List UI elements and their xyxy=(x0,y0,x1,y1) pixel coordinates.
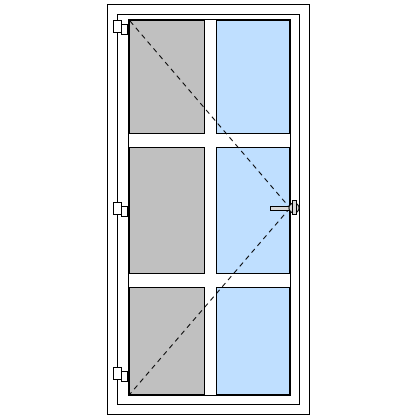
hinge-icon xyxy=(113,202,128,217)
hinge-leaf xyxy=(113,20,122,33)
opening-indicator xyxy=(129,20,291,395)
handle-spindle xyxy=(292,200,297,215)
hinge-icon xyxy=(113,20,128,35)
pane-r3-c2 xyxy=(216,287,290,395)
swing-line-lower xyxy=(129,207,291,395)
hinge-knuckle xyxy=(121,371,128,382)
pane-r2-c1 xyxy=(129,147,205,274)
hinge-knuckle xyxy=(121,206,128,217)
pane-r3-c1 xyxy=(129,287,205,395)
hinge-leaf xyxy=(113,367,122,380)
hinge-icon xyxy=(113,367,128,382)
pane-group xyxy=(129,20,290,395)
hinge-leaf xyxy=(113,202,122,215)
hinge-group xyxy=(113,20,128,382)
door-handle-icon xyxy=(270,200,300,215)
pane-r1-c2 xyxy=(216,20,290,134)
pane-r1-c1 xyxy=(129,20,205,134)
hinge-knuckle xyxy=(121,24,128,35)
